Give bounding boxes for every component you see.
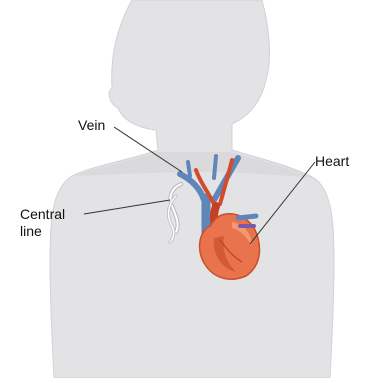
central-line-label-second-line: line (20, 224, 42, 239)
central-line-label: Central (20, 207, 65, 222)
vein-neck-right (214, 156, 216, 178)
body-silhouette (50, 0, 334, 378)
heart-label: Heart (315, 154, 349, 169)
pulmonary-vein-icon (238, 216, 256, 218)
vein-label: Vein (78, 118, 105, 133)
vein-neck-left (188, 162, 190, 176)
